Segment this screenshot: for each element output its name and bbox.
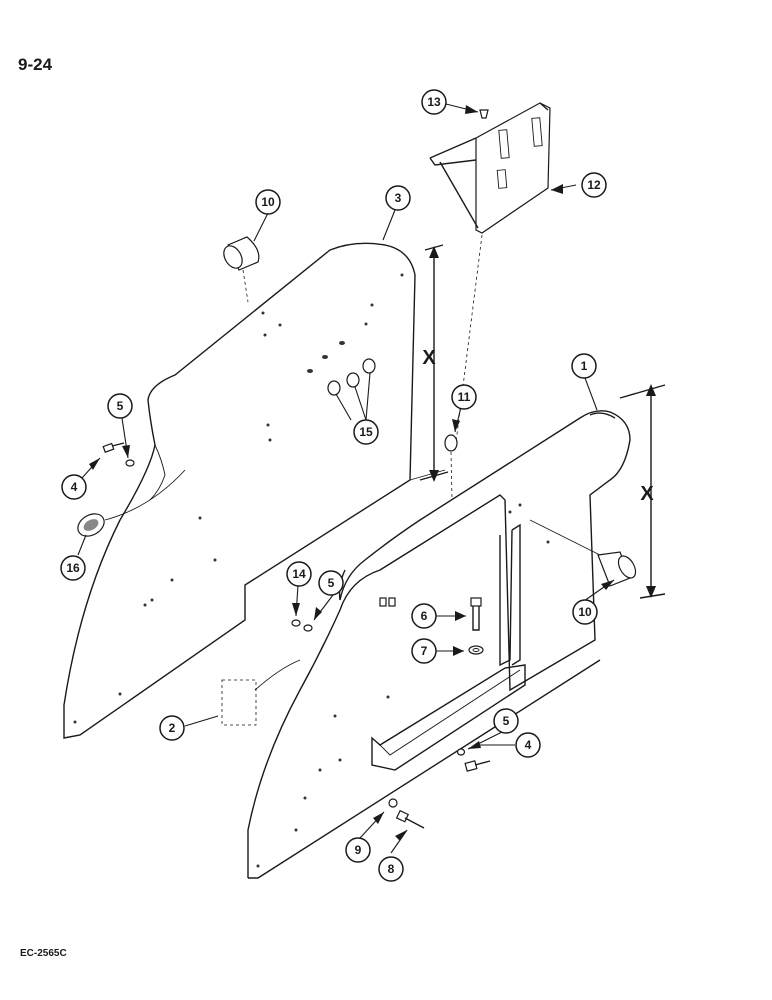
- bolt-washer-left: [102, 442, 135, 467]
- callout-5-right: 5: [493, 708, 519, 734]
- svg-text:10: 10: [261, 195, 275, 209]
- callout-7: 7: [411, 638, 437, 664]
- svg-text:12: 12: [587, 178, 601, 192]
- callout-8: 8: [378, 856, 404, 882]
- svg-text:2: 2: [169, 721, 176, 735]
- hole-plugs: [327, 358, 376, 396]
- svg-text:6: 6: [421, 609, 428, 623]
- svg-text:15: 15: [359, 425, 373, 439]
- svg-text:5: 5: [117, 399, 124, 413]
- svg-text:4: 4: [71, 480, 78, 494]
- svg-text:10: 10: [578, 605, 592, 619]
- decal-outline: [221, 679, 257, 726]
- callout-15: 15: [353, 419, 379, 445]
- callout-3: 3: [385, 185, 411, 211]
- spacer-roller-right: [529, 519, 637, 587]
- dimension-label-front: X: [640, 483, 654, 505]
- callout-5-left: 5: [107, 393, 133, 419]
- grommet: [77, 469, 186, 537]
- dimension-x-rear: [419, 244, 449, 482]
- svg-text:7: 7: [421, 644, 428, 658]
- callout-12: 12: [581, 172, 607, 198]
- svg-text:1: 1: [581, 359, 588, 373]
- spacer-roller-upper: [223, 236, 260, 303]
- front-side-panel: [247, 410, 631, 879]
- screw-13: [479, 109, 489, 119]
- bushing: [444, 434, 458, 501]
- bolt-washer-bottom: [388, 798, 425, 829]
- dimension-label-rear: X: [422, 347, 436, 369]
- svg-text:5: 5: [328, 576, 335, 590]
- callout-11: 11: [451, 384, 477, 410]
- leader-lines: [77, 103, 615, 854]
- bolt-washer-right: [456, 748, 491, 772]
- callout-5-middle: 5: [318, 570, 344, 596]
- callout-1: 1: [571, 353, 597, 379]
- svg-text:3: 3: [395, 191, 402, 205]
- callout-10-right: 10: [572, 599, 598, 625]
- bolt-6: [470, 597, 482, 631]
- callout-4-left: 4: [61, 474, 87, 500]
- washer-7: [468, 645, 484, 655]
- svg-text:13: 13: [427, 95, 441, 109]
- page-number: 9-24: [18, 55, 53, 74]
- callout-10-upper: 10: [255, 189, 281, 215]
- rear-side-panel: [63, 242, 446, 739]
- svg-text:16: 16: [66, 561, 80, 575]
- callout-6: 6: [411, 603, 437, 629]
- svg-text:4: 4: [525, 738, 532, 752]
- svg-text:8: 8: [388, 862, 395, 876]
- callout-16: 16: [60, 555, 86, 581]
- callout-13: 13: [421, 89, 447, 115]
- figure-reference-code: EC-2565C: [20, 948, 67, 959]
- svg-text:9: 9: [355, 843, 362, 857]
- callout-9: 9: [345, 837, 371, 863]
- nut-washer-middle: [254, 619, 313, 691]
- dimension-x-front: [619, 384, 666, 599]
- top-bracket: [429, 102, 551, 451]
- callout-14: 14: [286, 561, 312, 587]
- svg-text:11: 11: [458, 390, 471, 404]
- callout-4-right: 4: [515, 732, 541, 758]
- svg-text:14: 14: [292, 567, 306, 581]
- callout-2: 2: [159, 715, 185, 741]
- svg-text:5: 5: [503, 714, 510, 728]
